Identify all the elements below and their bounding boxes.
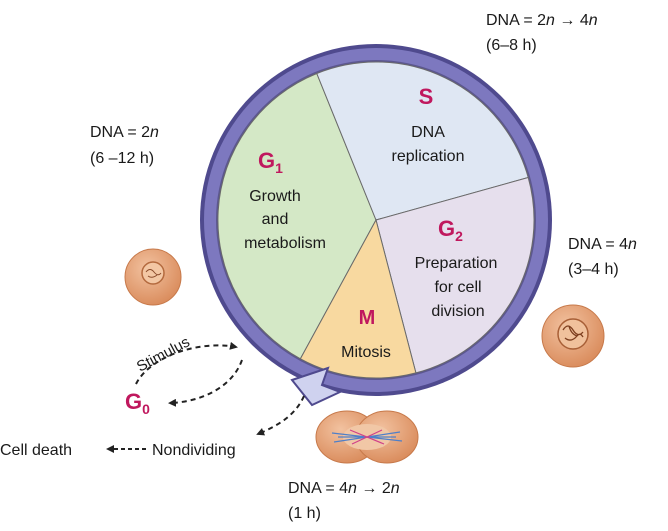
stimulus-arrow	[135, 341, 238, 385]
g2-phase-label: G2	[438, 216, 463, 244]
nondividing-label: Nondividing	[152, 442, 236, 459]
g1-desc-line1: Growth	[249, 188, 301, 205]
interphase-cell-icon	[124, 248, 182, 306]
s-desc-line2: replication	[392, 148, 465, 165]
g2-desc-line2: for cell	[434, 279, 481, 296]
cell-death-label: Cell death	[0, 442, 72, 459]
g1-desc-line2: and	[262, 211, 289, 228]
s-desc-line1: DNA	[411, 124, 445, 141]
m-duration-label: (1 h)	[288, 505, 321, 522]
m-segment	[299, 218, 417, 379]
prophase-cell-icon	[541, 304, 605, 368]
g1-dna-label: DNA = 2n	[90, 124, 159, 141]
to-g0-arrow	[168, 359, 243, 407]
dividing-cell-icon	[315, 410, 419, 464]
g1-segment	[217, 72, 377, 360]
m-dna-label: DNA = 4n → 2n	[288, 480, 400, 497]
g1-phase-label: G1	[258, 148, 283, 176]
s-dna-label: DNA = 2n → 4n	[486, 12, 598, 29]
g1-duration-label: (6 –12 h)	[90, 150, 154, 167]
stimulus-label: Stimulus	[134, 334, 193, 376]
m-desc-line1: Mitosis	[341, 344, 391, 361]
g0-label: G0	[125, 389, 150, 417]
s-phase-label: S	[419, 84, 434, 109]
s-duration-label: (6–8 h)	[486, 37, 537, 54]
g2-desc-line3: division	[431, 303, 484, 320]
g2-segment	[375, 176, 535, 374]
cycle-arrowhead	[290, 366, 343, 407]
g1-desc-line3: metabolism	[244, 235, 326, 252]
g2-desc-line1: Preparation	[415, 255, 498, 272]
to-nondividing-arrow	[256, 395, 305, 436]
g2-dna-label: DNA = 4n	[568, 236, 637, 253]
m-phase-label: M	[359, 307, 376, 329]
s-segment	[316, 61, 529, 221]
g2-duration-label: (3–4 h)	[568, 261, 619, 278]
